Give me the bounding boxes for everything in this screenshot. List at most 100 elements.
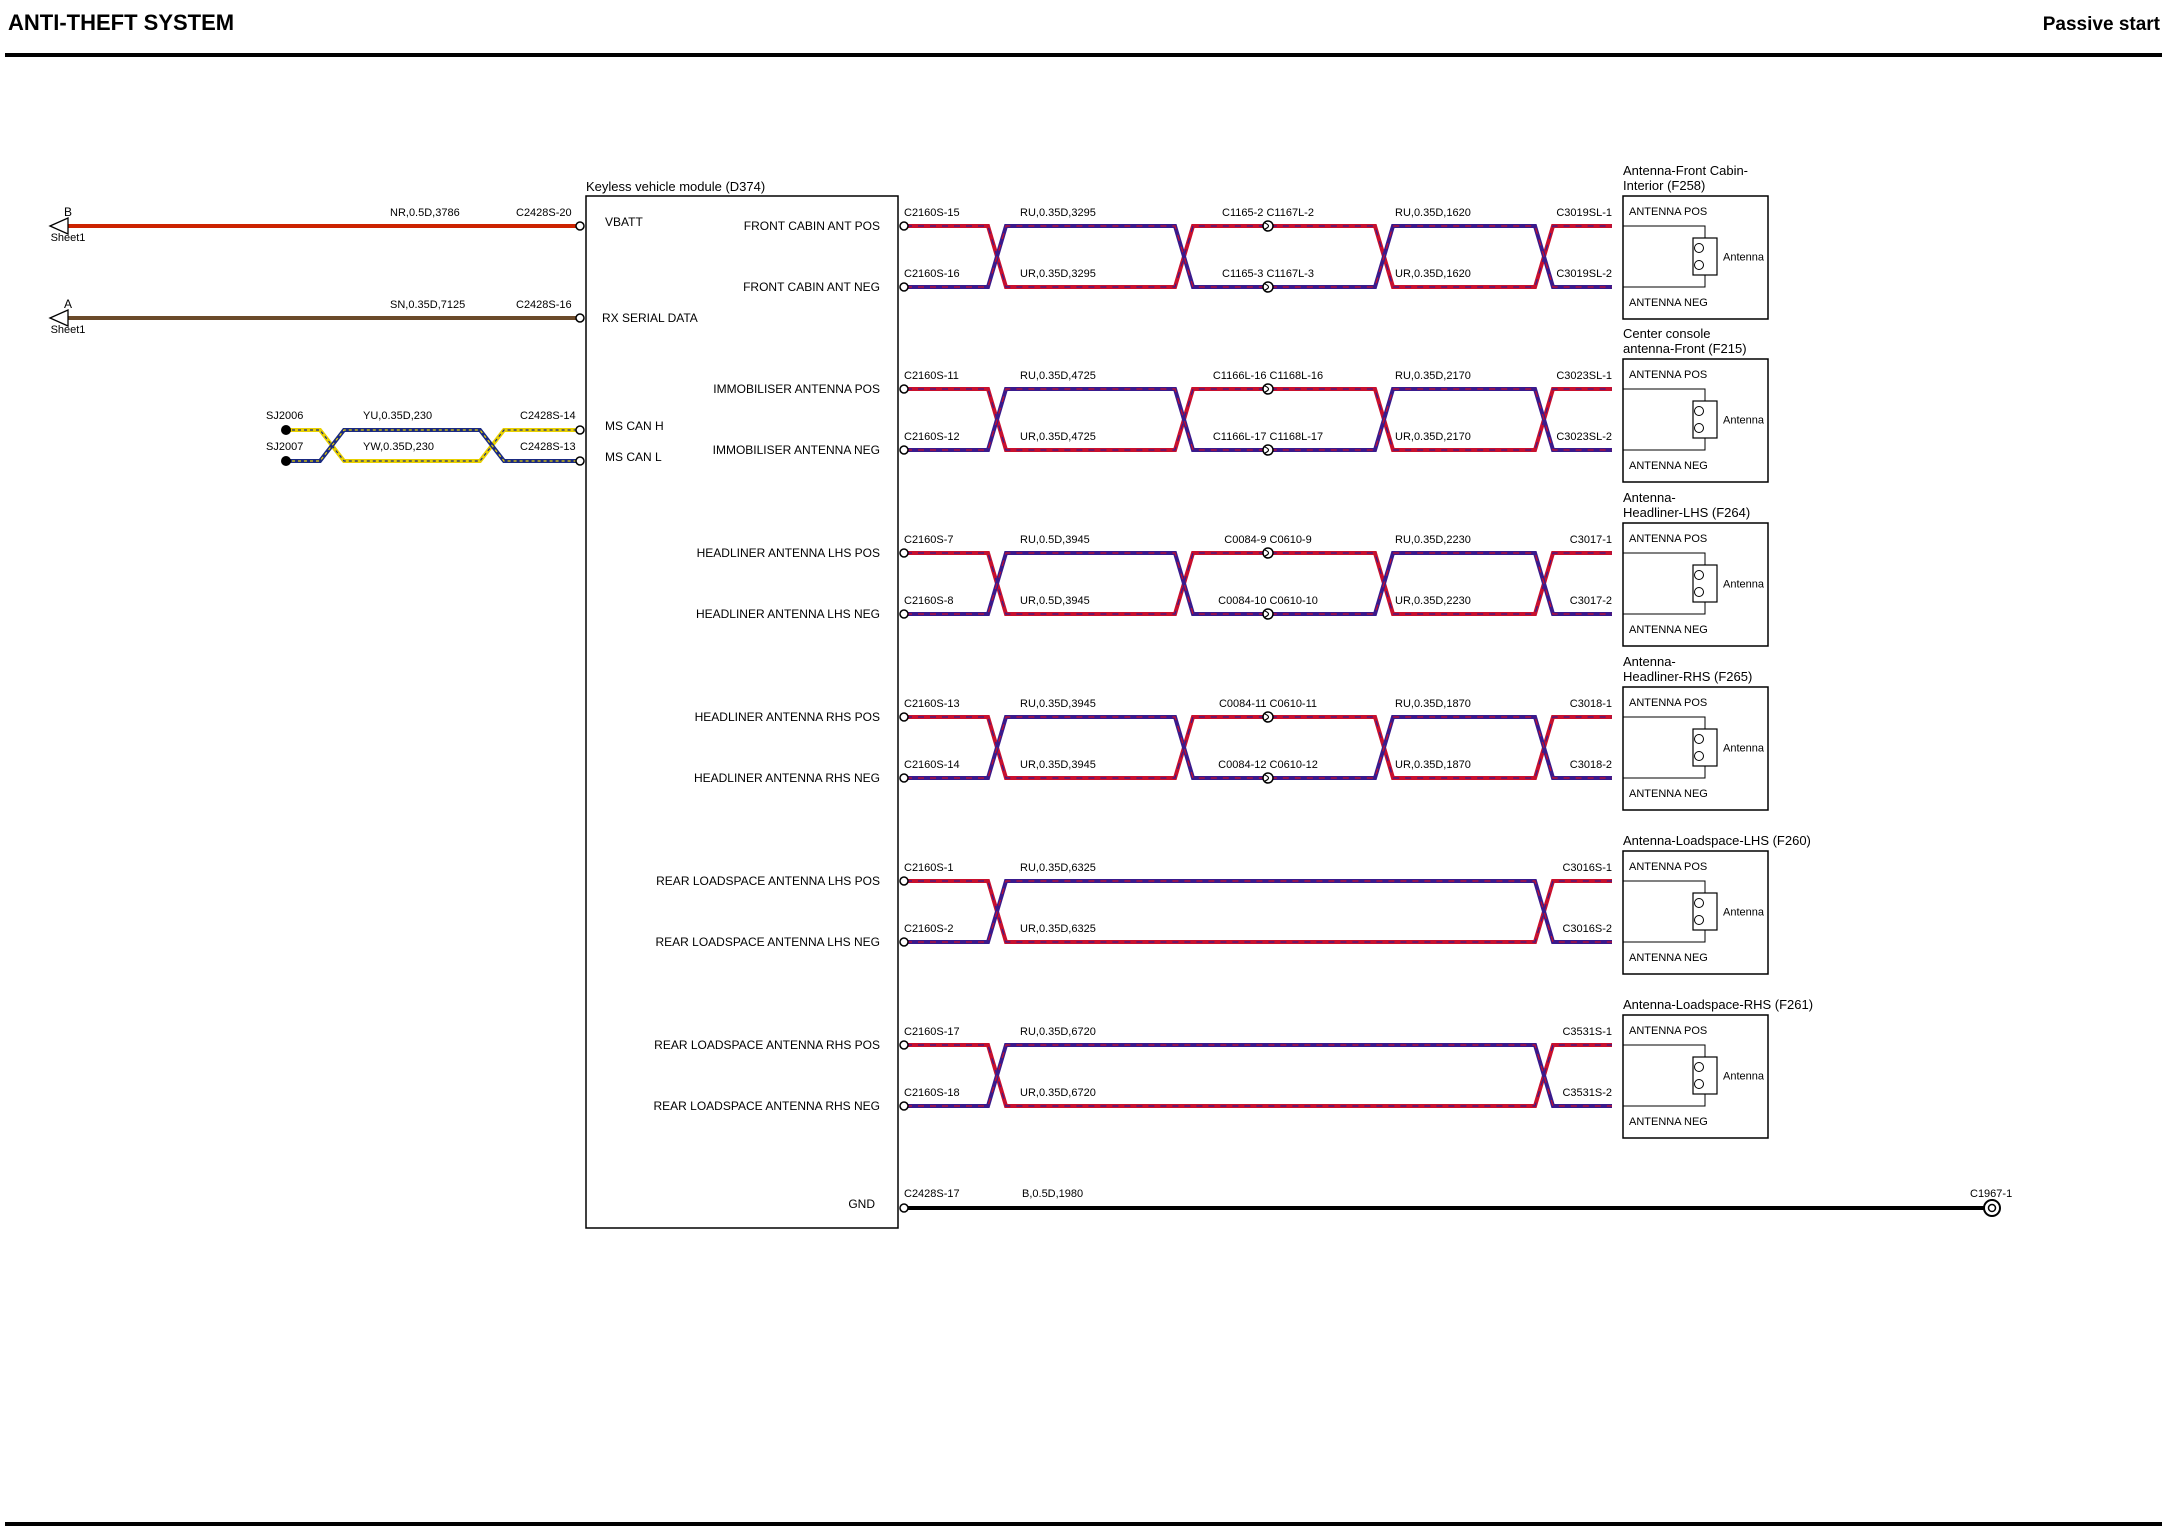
connector-label: C3017-2 [1570,595,1612,607]
wire-code: RU,0.35D,2170 [1395,370,1471,382]
antenna-coil-icon [1694,1062,1704,1072]
pin-pos-label: HEADLINER ANTENNA RHS POS [695,710,880,724]
pin-rx-serial-label: RX SERIAL DATA [602,311,698,325]
wire-pos-red [906,1043,1612,1108]
antenna-internal-wire [1623,1094,1706,1107]
antenna-title: Headliner-RHS (F265) [1623,669,1752,684]
antenna-element-label: Antenna [1723,907,1765,919]
wire-code: RU,0.5D,3945 [1020,534,1090,546]
antenna-element-label: Antenna [1723,415,1765,427]
antenna-internal-wire [1623,552,1706,565]
antenna-neg-label: ANTENNA NEG [1629,788,1708,800]
pin-terminal-icon [899,445,909,455]
antenna-coil-icon [1692,237,1718,276]
connector-label: C3023SL-1 [1556,370,1612,382]
wire-neg-tracer [906,880,1612,943]
antenna-coil-icon [1692,564,1718,603]
wire-code: UR,0.35D,1870 [1395,759,1471,771]
pin-terminal-icon [899,282,909,292]
wire-neg-tracer [906,716,1612,779]
wire-code: YW,0.35D,230 [363,441,434,453]
antenna-coil-icon [1694,751,1704,761]
inline-connector-label: C1166L-16 C1168L-16 [1213,370,1323,382]
antenna-pos-label: ANTENNA POS [1629,1025,1707,1037]
connector-label: C2160S-13 [904,698,960,710]
antenna-title: Headliner-LHS (F264) [1623,505,1750,520]
wire-code: UR,0.35D,2170 [1395,431,1471,443]
connector-label: C2428S-13 [520,441,576,453]
offpage-arrow-icon [48,308,69,328]
wire-code: RU,0.35D,2230 [1395,534,1471,546]
pin-neg-label: HEADLINER ANTENNA RHS NEG [694,771,880,785]
antenna-component-box [1622,850,1769,975]
antenna-neg-label: ANTENNA NEG [1629,1116,1708,1128]
antenna-neg-label: ANTENNA NEG [1629,952,1708,964]
wire-neg-blue [906,1043,1612,1108]
ground-wire: C2428S-17 B,0.5D,1980 C1967-1 [899,1188,2012,1217]
keyless-vehicle-module [585,195,899,1229]
pin-neg-label: FRONT CABIN ANT NEG [743,280,880,294]
connector-label: C2160S-15 [904,207,960,219]
antenna-circuits: FRONT CABIN ANT POS FRONT CABIN ANT NEG C2… [654,163,1813,1139]
pin-terminal-icon [575,313,585,323]
wire-neg-blue [906,879,1612,944]
pin-neg-label: IMMOBILISER ANTENNA NEG [713,443,880,457]
antenna-internal-wire [1623,388,1706,401]
pin-gnd-label: GND [848,1197,875,1211]
connector-label: C2160S-11 [904,370,959,382]
inline-connector-label: C1165-3 C1167L-3 [1222,268,1314,280]
wire-code: RU,0.35D,3945 [1020,698,1096,710]
inline-connector-label: C1166L-17 C1168L-17 [1213,431,1323,443]
inline-connector-label: C0084-12 C0610-12 [1218,759,1318,771]
antenna-component-box [1622,358,1769,483]
antenna-pos-label: ANTENNA POS [1629,697,1707,709]
wire-neg-tracer [906,1044,1612,1107]
connector-label: C3018-2 [1570,759,1612,771]
inline-connector-label: C0084-10 C0610-10 [1218,595,1318,607]
antenna-coil-icon [1694,898,1704,908]
wire-code: UR,0.35D,2230 [1395,595,1471,607]
wire-neg-tracer [906,225,1612,288]
antenna-coil-icon [1694,406,1704,416]
antenna-coil-icon [1694,1079,1704,1089]
inline-connector-mark-icon [1264,549,1270,557]
pin-terminal-icon [575,425,585,435]
connector-label: C2428S-16 [516,299,572,311]
pin-terminal-icon [899,1040,909,1050]
connector-label: C3018-1 [1570,698,1612,710]
pin-vbatt-label: VBATT [605,215,643,229]
inline-connector-label: C0084-9 C0610-9 [1224,534,1311,546]
connector-label: C2160S-18 [904,1087,960,1099]
antenna-element-label: Antenna [1723,579,1765,591]
can-l-wire-tracer [286,429,578,462]
offpage-sheet: Sheet1 [51,324,86,336]
inline-connector-mark-icon [1264,774,1270,782]
rx-serial-wire: A Sheet1 SN,0.35D,7125 C2428S-16 [48,297,585,336]
connector-label: C2160S-8 [904,595,954,607]
antenna-internal-wire [1623,602,1706,615]
offpage-sheet: Sheet1 [51,232,86,244]
pin-terminal-icon [575,221,585,231]
connector-label: C3531S-1 [1562,1026,1612,1038]
antenna-component-box [1622,522,1769,647]
antenna-internal-wire [1623,275,1706,288]
antenna-element-label: Antenna [1723,743,1765,755]
antenna-pos-label: ANTENNA POS [1629,533,1707,545]
pin-terminal-icon [899,773,909,783]
antenna-title: Antenna- [1623,490,1676,505]
connector-label: C3531S-2 [1562,1087,1612,1099]
antenna-neg-label: ANTENNA NEG [1629,297,1708,309]
antenna-element-label: Antenna [1723,252,1765,264]
ground-eyelet-inner-icon [1987,1203,1997,1213]
pin-terminal-icon [899,384,909,394]
antenna-title: Center console [1623,326,1710,341]
pin-pos-label: FRONT CABIN ANT POS [744,219,880,233]
inline-connector-label: C0084-11 C0610-11 [1219,698,1317,710]
can-h-wire-tracer [286,429,578,462]
splice-dot-icon [281,425,291,435]
connector-label: C1967-1 [1970,1188,2012,1200]
wire-code: UR,0.35D,6720 [1020,1087,1096,1099]
wire-code: UR,0.35D,4725 [1020,431,1096,443]
wire-code: UR,0.35D,6325 [1020,923,1096,935]
